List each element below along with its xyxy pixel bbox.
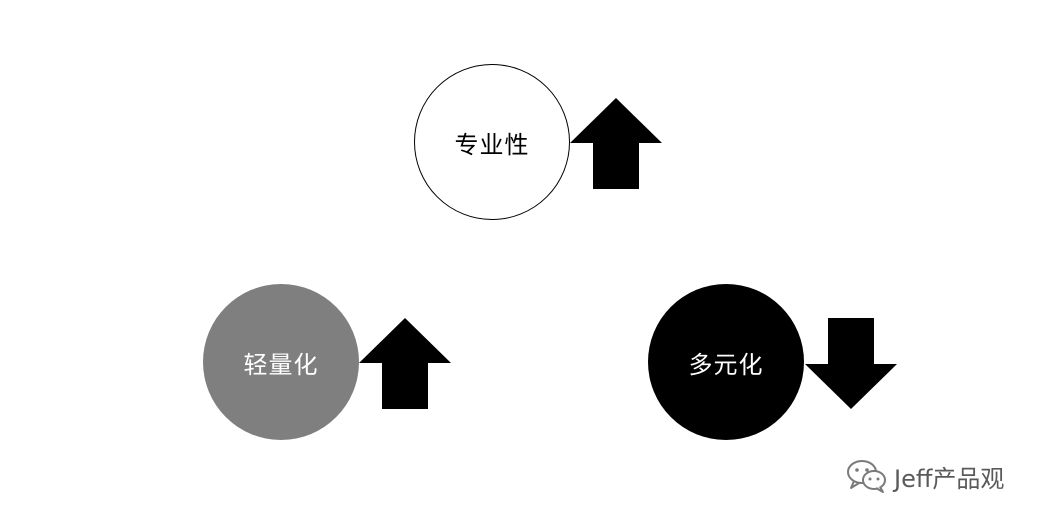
- wechat-icon: [847, 460, 886, 493]
- node-professional: 专业性: [414, 64, 570, 220]
- node-diversified: 多元化: [648, 284, 804, 440]
- node-lightweight-label: 轻量化: [243, 350, 319, 379]
- watermark-text: Jeff产品观: [894, 464, 1005, 493]
- up-arrow-icon: [570, 98, 662, 189]
- node-professional-label: 专业性: [454, 130, 530, 159]
- node-lightweight: 轻量化: [203, 284, 359, 440]
- up-arrow-icon: [359, 318, 451, 409]
- watermark: Jeff产品观: [846, 458, 1004, 494]
- node-diversified-label: 多元化: [688, 350, 764, 379]
- down-arrow-icon: [805, 318, 897, 409]
